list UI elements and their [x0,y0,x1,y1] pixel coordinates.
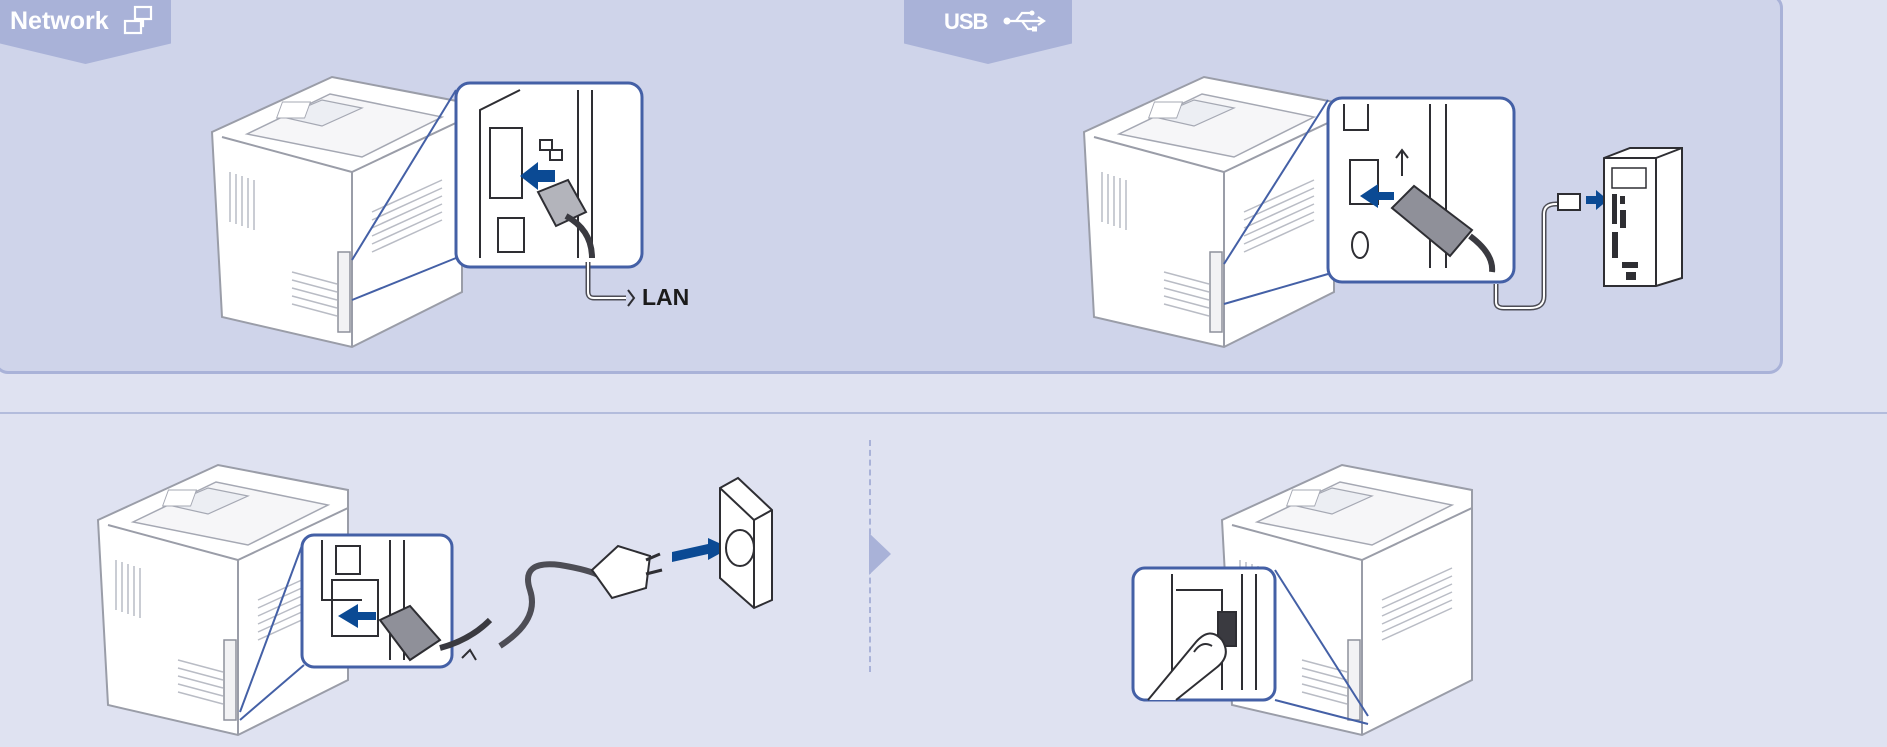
usb-tab-label: USB [944,9,988,34]
network-tab-label: Network [10,7,109,35]
next-step-arrow-icon [869,533,891,575]
usb-icon [1003,10,1046,32]
network-icon [123,5,153,35]
section-divider [0,412,1887,414]
lan-label: LAN [642,284,690,310]
